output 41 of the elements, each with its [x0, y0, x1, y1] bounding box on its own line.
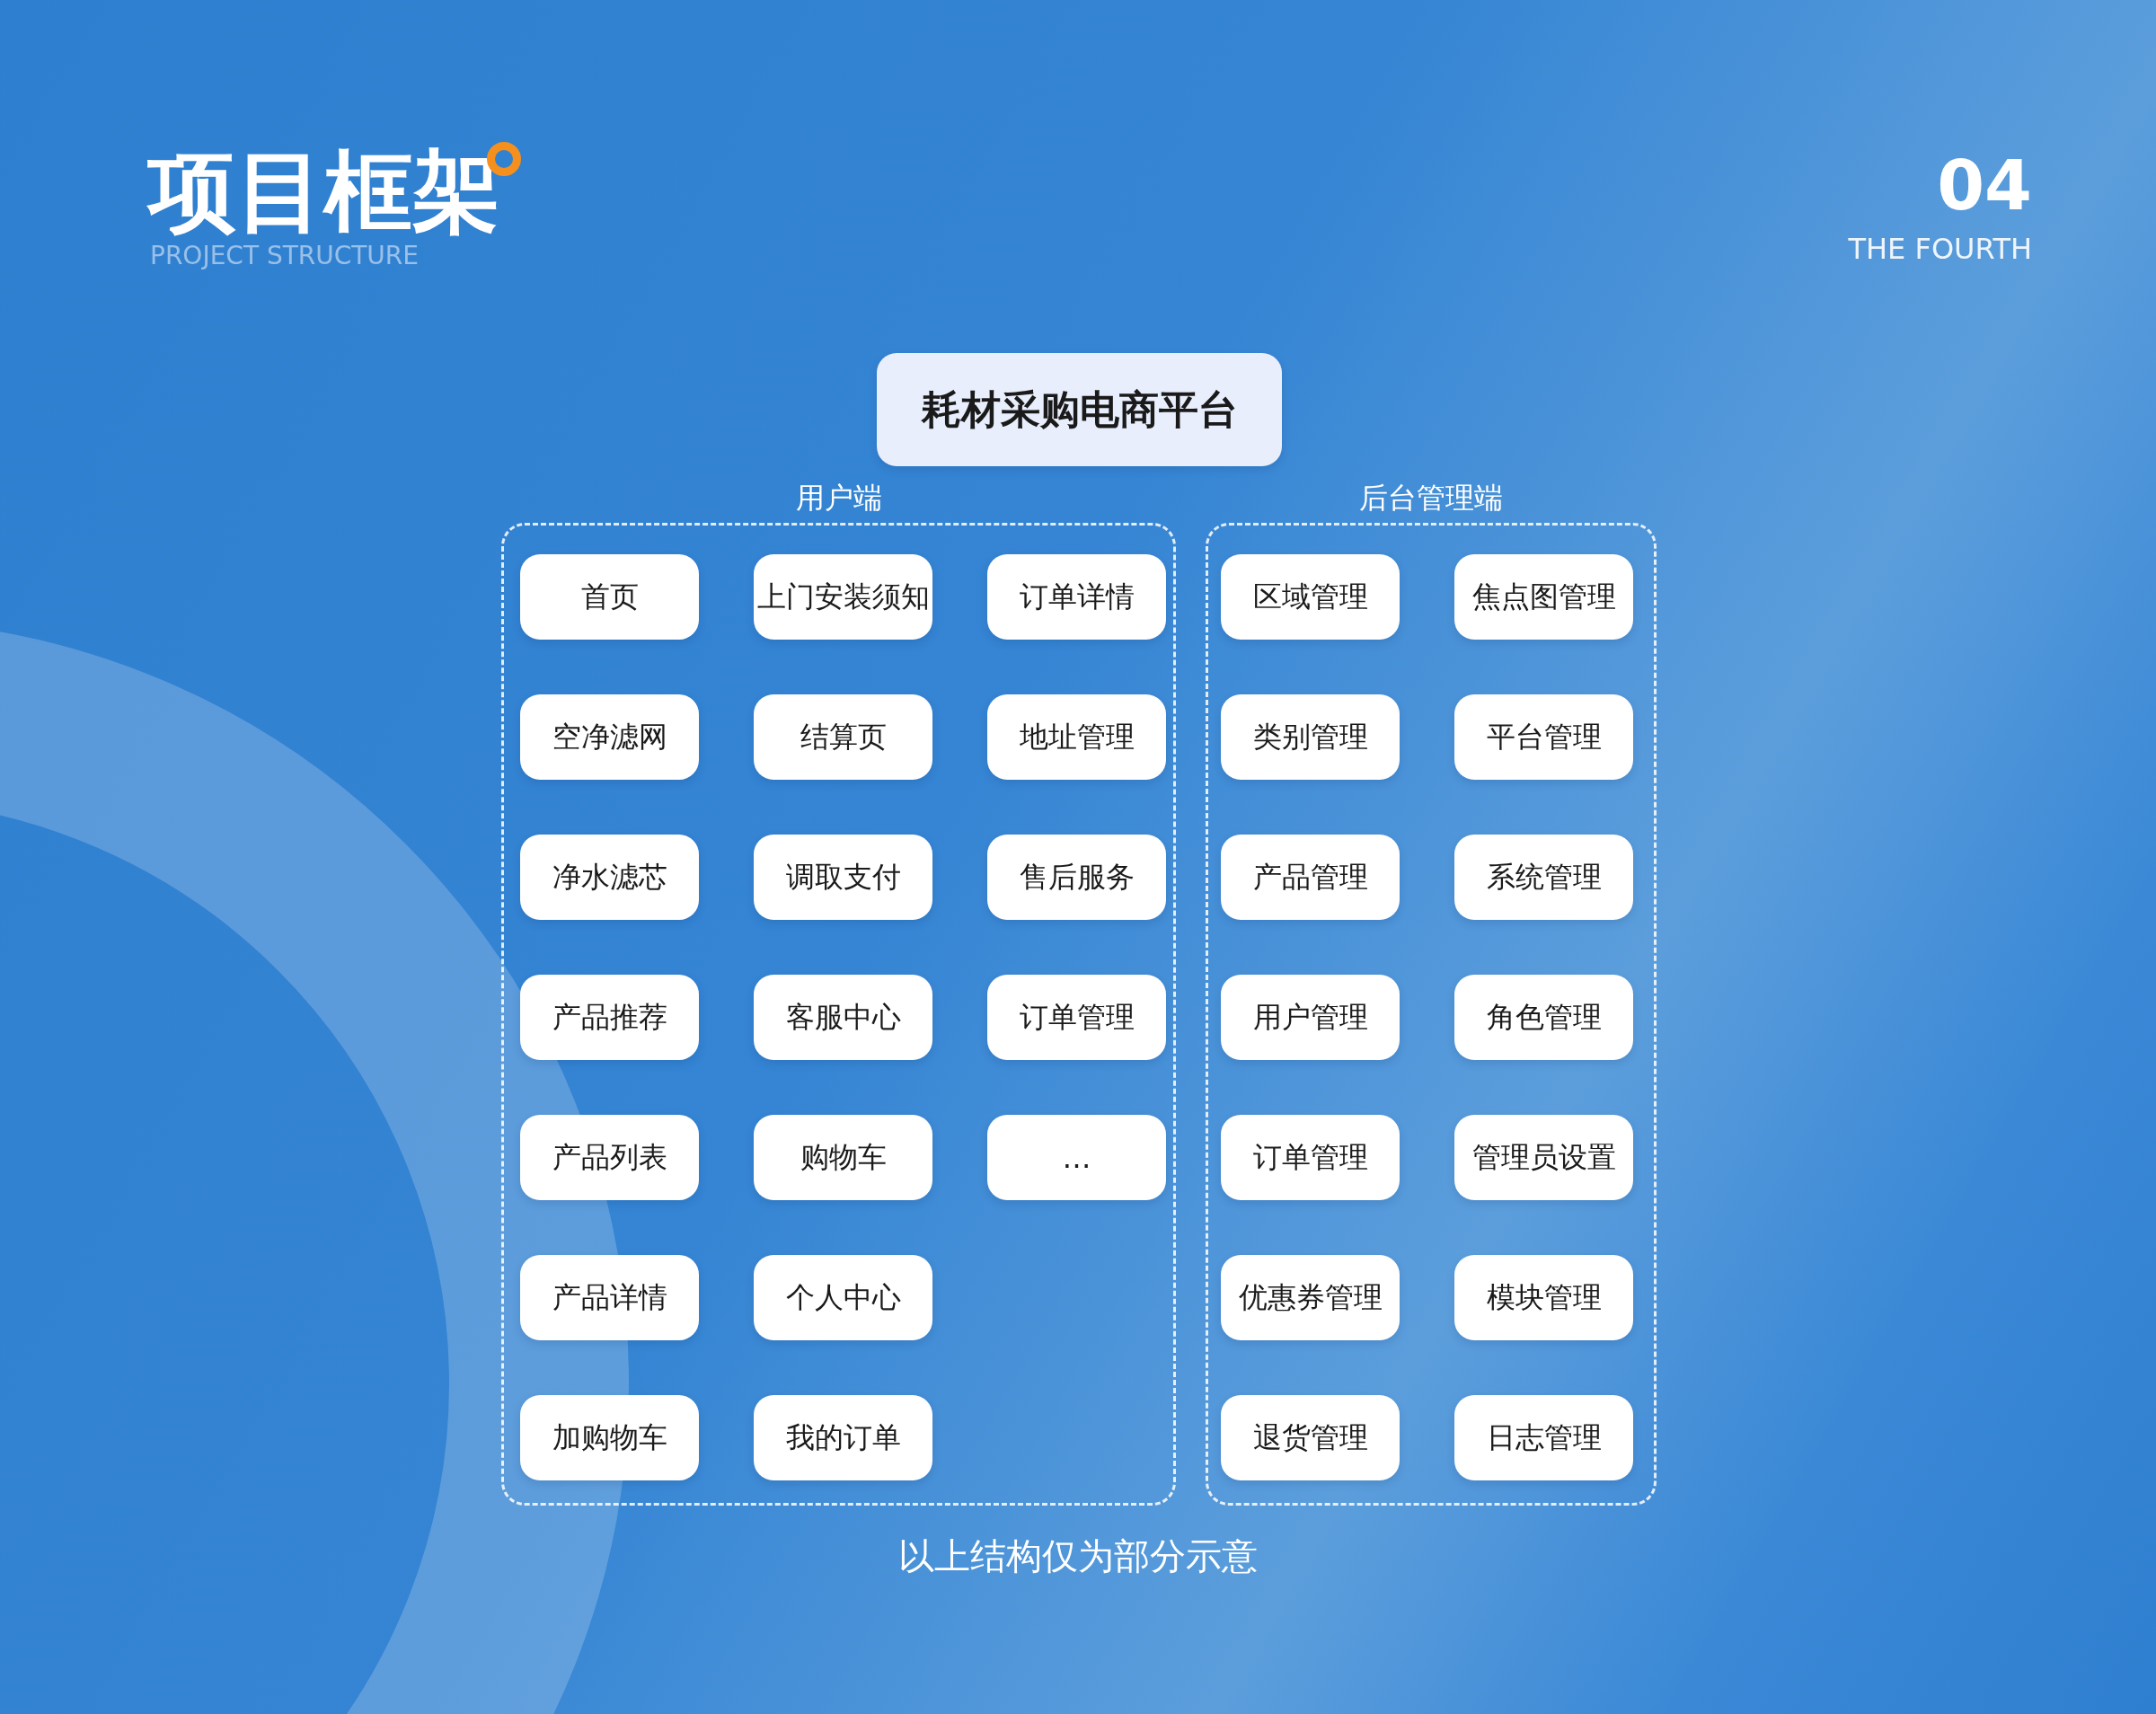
item-card: 焦点图管理	[1454, 554, 1633, 640]
item-card: 产品推荐	[520, 975, 699, 1060]
item-card: 类别管理	[1221, 694, 1400, 780]
item-card: 模块管理	[1454, 1255, 1633, 1340]
item-card: …	[987, 1115, 1166, 1200]
item-card: 加购物车	[520, 1395, 699, 1480]
item-card: 产品详情	[520, 1255, 699, 1340]
title: 项目框架	[148, 144, 500, 241]
caption: 以上结构仅为部分示意	[897, 1534, 1259, 1578]
group-heading: 后台管理端	[1358, 480, 1504, 517]
item-card: 订单管理	[987, 975, 1166, 1060]
item-card: 产品管理	[1221, 835, 1400, 920]
item-card: 角色管理	[1454, 975, 1633, 1060]
item-card: 首页	[520, 554, 699, 640]
item-card: 调取支付	[754, 835, 932, 920]
item-card: 平台管理	[1454, 694, 1633, 780]
group-heading: 用户端	[794, 480, 883, 517]
item-card: 系统管理	[1454, 835, 1633, 920]
item-card: 订单管理	[1221, 1115, 1400, 1200]
item-card: 地址管理	[987, 694, 1166, 780]
item-card: 售后服务	[987, 835, 1166, 920]
item-card: 管理员设置	[1454, 1115, 1633, 1200]
subtitle: PROJECT STRUCTURE	[150, 243, 419, 270]
item-card: 产品列表	[520, 1115, 699, 1200]
item-card: 优惠券管理	[1221, 1255, 1400, 1340]
item-card: 个人中心	[754, 1255, 932, 1340]
item-card: 日志管理	[1454, 1395, 1633, 1480]
item-card: 退货管理	[1221, 1395, 1400, 1480]
item-card: 区域管理	[1221, 554, 1400, 640]
root-card: 耗材采购电商平台	[877, 353, 1282, 466]
item-card: 结算页	[754, 694, 932, 780]
item-card: 订单详情	[987, 554, 1166, 640]
item-card: 净水滤芯	[520, 835, 699, 920]
item-card: 用户管理	[1221, 975, 1400, 1060]
item-card: 上门安装须知	[754, 554, 932, 640]
item-card: 购物车	[754, 1115, 932, 1200]
item-card: 客服中心	[754, 975, 932, 1060]
item-card: 空净滤网	[520, 694, 699, 780]
page-number: 04	[1936, 148, 2032, 224]
subtitle: THE FOURTH	[1847, 234, 2032, 266]
item-card: 我的订单	[754, 1395, 932, 1480]
